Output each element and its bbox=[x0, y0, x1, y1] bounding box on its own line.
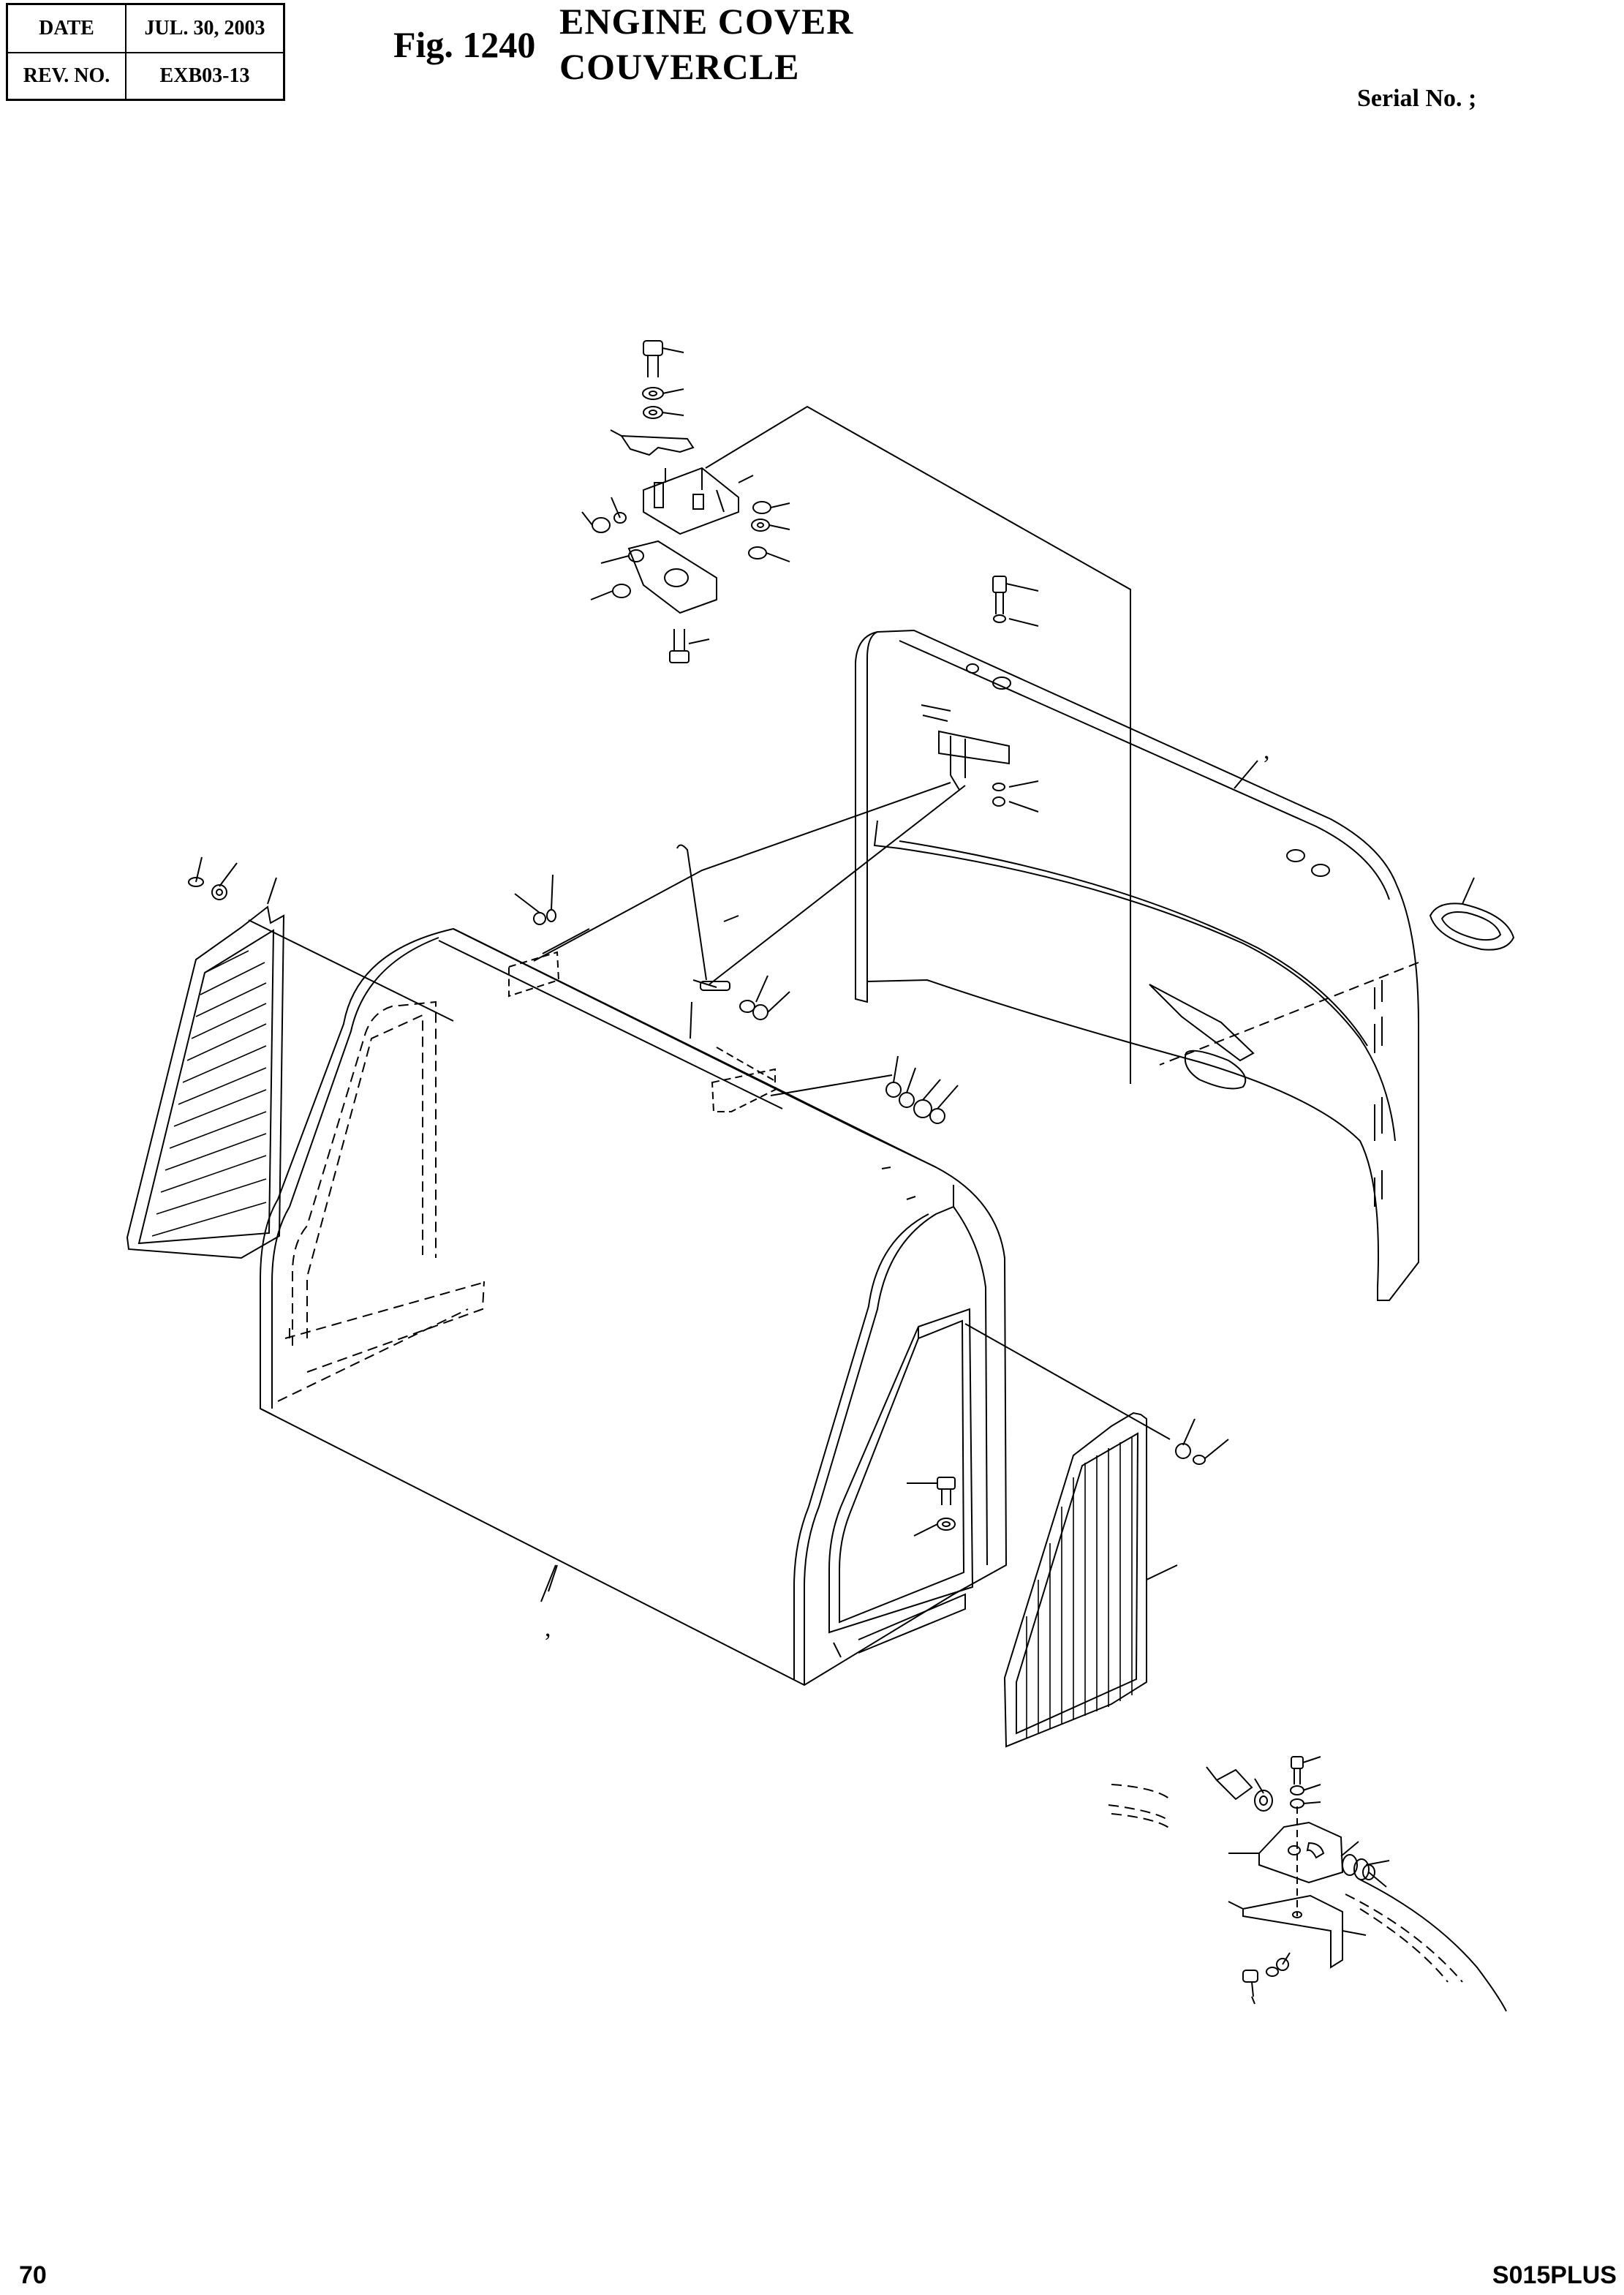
latch-nut-left bbox=[592, 518, 610, 532]
nut-1 bbox=[886, 1082, 901, 1097]
table-divider-horizontal bbox=[8, 52, 283, 53]
rear-cover bbox=[856, 576, 1514, 1300]
grommet bbox=[1430, 878, 1514, 950]
engine-cover bbox=[260, 783, 1006, 1685]
latch-lock-body bbox=[629, 541, 717, 613]
date-label: DATE bbox=[39, 17, 94, 39]
left-grille-screw bbox=[189, 878, 203, 886]
revision-table: DATE JUL. 30, 2003 REV. NO. EXB03-13 bbox=[6, 3, 285, 101]
rev-label: REV. NO. bbox=[23, 64, 110, 87]
date-value: JUL. 30, 2003 bbox=[144, 17, 265, 39]
latch-nut-bottom bbox=[613, 584, 630, 598]
figure-number: Fig. 1240 bbox=[393, 24, 536, 65]
right-grille-screw bbox=[1176, 1444, 1190, 1458]
latch-washer-right-2 bbox=[749, 547, 766, 559]
callout-mark-rear-cover: , bbox=[1264, 737, 1270, 764]
latch-nut-right-1 bbox=[753, 502, 771, 513]
serial-number-label: Serial No. ; bbox=[1357, 85, 1477, 112]
latch-washer-1 bbox=[643, 388, 663, 399]
support-rod bbox=[677, 785, 965, 1020]
latch-washer-right bbox=[752, 519, 769, 531]
left-grille bbox=[127, 857, 453, 1258]
latch-lower-bolt bbox=[670, 651, 689, 663]
model-code: S015PLUS bbox=[1492, 2261, 1617, 2289]
figure-title-english: ENGINE COVER bbox=[559, 1, 854, 42]
right-grille bbox=[965, 1324, 1228, 1746]
callout-mark-engine-cover: , bbox=[545, 1615, 551, 1642]
page-number: 70 bbox=[19, 2261, 47, 2289]
rear-hinge bbox=[939, 731, 1009, 764]
cover-bolt bbox=[937, 1477, 955, 1489]
rev-value: EXB03-13 bbox=[159, 64, 250, 87]
latch-plate bbox=[622, 436, 693, 455]
latch-assembly bbox=[582, 341, 1130, 1084]
latch-bracket bbox=[643, 468, 739, 534]
figure-title-french: COUVERCLE bbox=[559, 46, 800, 87]
bracket-assembly bbox=[1109, 1757, 1506, 2011]
rear-cover-bolt bbox=[993, 576, 1006, 592]
latch-washer-2 bbox=[643, 407, 662, 418]
latch-bolt-head bbox=[643, 341, 662, 355]
